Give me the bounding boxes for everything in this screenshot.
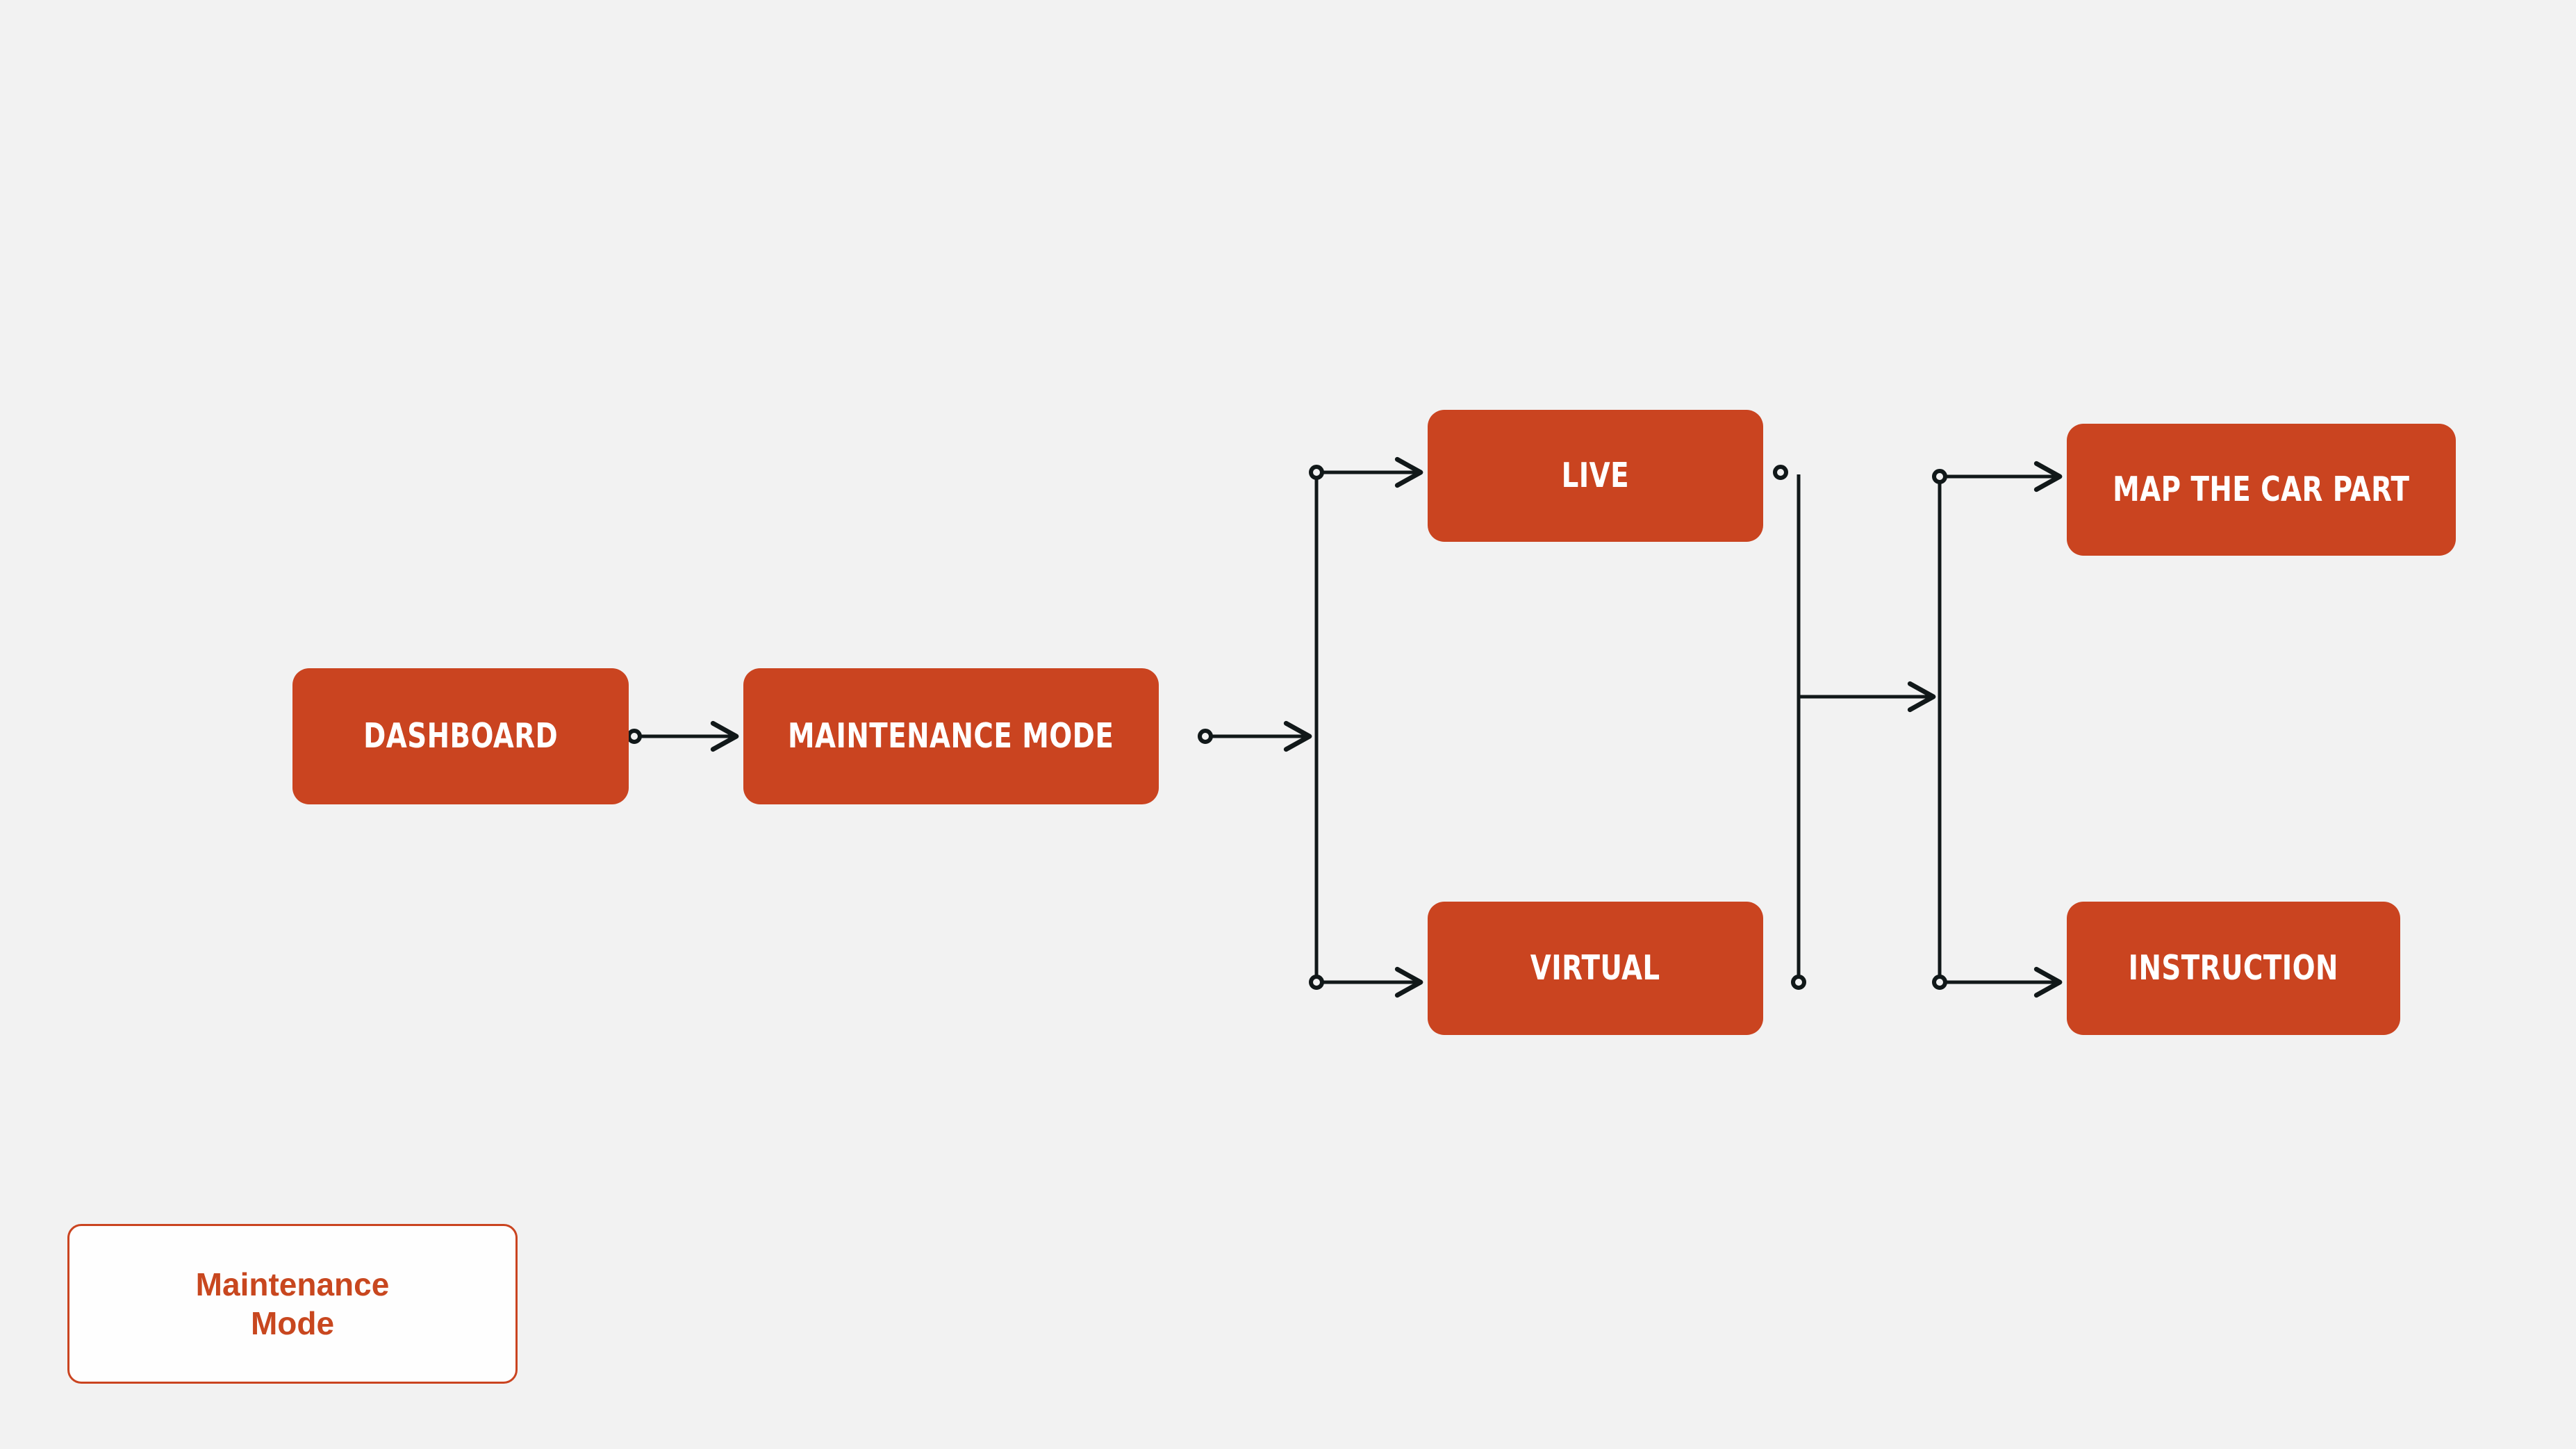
- node-instruction[interactable]: INSTRUCTION: [2067, 902, 2400, 1035]
- legend-card-label: Maintenance Mode: [196, 1265, 390, 1343]
- edge-maintenance-to-split: [1198, 720, 1312, 752]
- node-dashboard-label: DASHBOARD: [363, 716, 559, 756]
- node-instruction-label: INSTRUCTION: [2128, 948, 2339, 988]
- node-maintenance-mode-label: MAINTENANCE MODE: [788, 716, 1114, 756]
- node-virtual-label: VIRTUAL: [1530, 948, 1660, 988]
- node-virtual[interactable]: VIRTUAL: [1428, 902, 1763, 1035]
- legend-card-line-2: Mode: [250, 1305, 335, 1341]
- node-map-the-car-part[interactable]: MAP THE CAR PART: [2067, 424, 2456, 556]
- edge-right-branch-bus: [1932, 461, 2063, 998]
- edge-dashboard-to-maintenance: [627, 720, 739, 752]
- node-live-label: LIVE: [1561, 456, 1630, 496]
- legend-card-line-1: Maintenance: [195, 1266, 390, 1302]
- edge-collector-bus: [1773, 465, 1936, 990]
- node-live[interactable]: LIVE: [1428, 410, 1763, 542]
- edge-split-bus-left: [1309, 456, 1423, 998]
- node-maintenance-mode[interactable]: MAINTENANCE MODE: [743, 668, 1159, 804]
- legend-card-maintenance-mode[interactable]: Maintenance Mode: [67, 1224, 518, 1384]
- node-map-the-car-part-label: MAP THE CAR PART: [2113, 470, 2410, 510]
- node-dashboard[interactable]: DASHBOARD: [292, 668, 629, 804]
